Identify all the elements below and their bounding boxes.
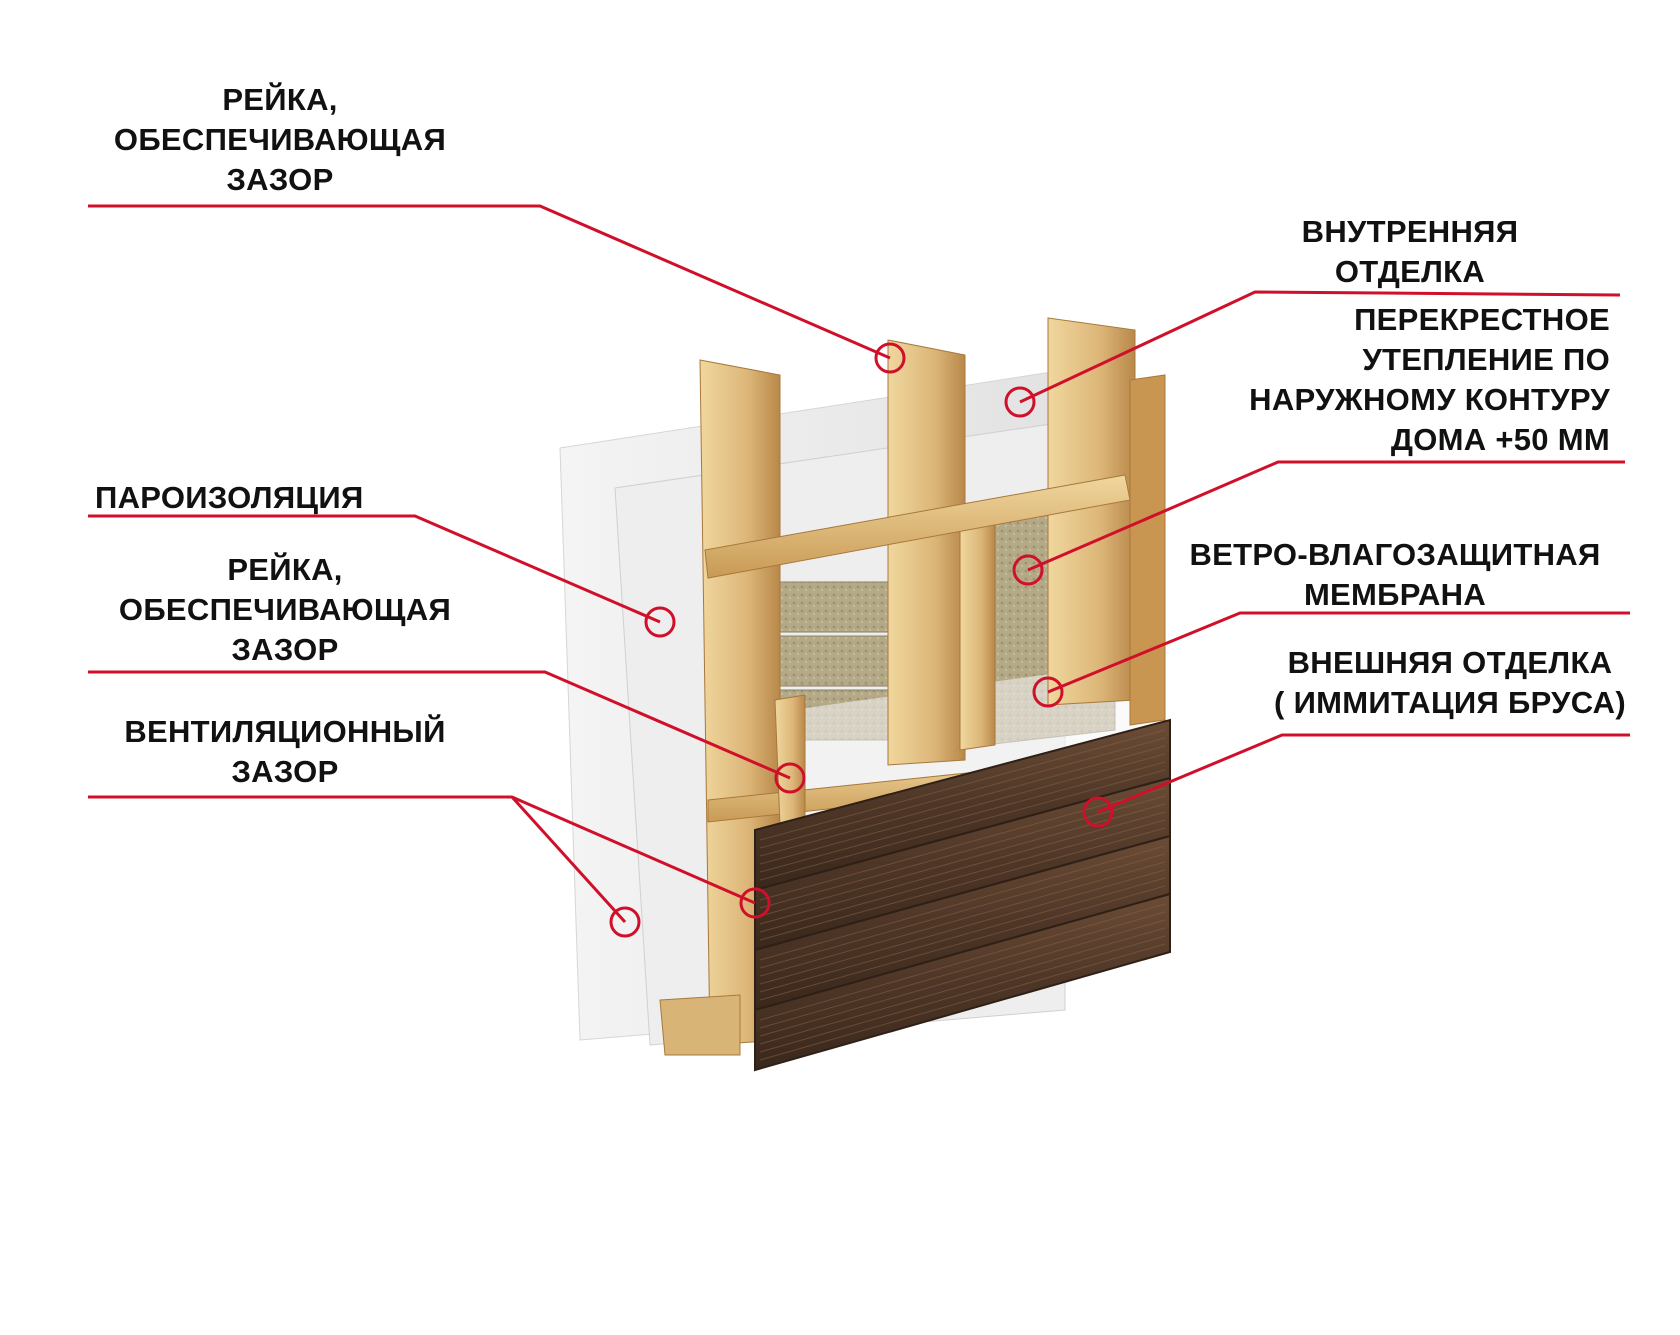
leader-rail-mid: [88, 670, 791, 780]
leader-rail-top: [88, 204, 891, 360]
wood-grain: [759, 737, 1166, 849]
wood-grain: [759, 861, 1166, 977]
label-line: ЗАЗОР: [231, 754, 339, 789]
wood-grain: [759, 811, 1166, 925]
exterior-boards: [754, 718, 1171, 1072]
label-line: ОТДЕЛКА: [1334, 254, 1486, 289]
leader-vent-gap-b: [510, 795, 627, 924]
callout-marker: [1012, 554, 1044, 586]
exterior-board: [754, 892, 1171, 1072]
label-line: МЕМБРАНА: [1303, 577, 1487, 612]
wood-grain: [759, 729, 1166, 841]
wood-grain: [759, 927, 1166, 1045]
label-line: ПЕРЕКРЕСТНОЕ: [1354, 302, 1610, 337]
label-line: ДОМА +50 ММ: [1390, 422, 1610, 457]
wood-grain: [759, 919, 1166, 1037]
label-ventilation-gap: ВЕНТИЛЯЦИОННЫЙ ЗАЗОР: [85, 712, 485, 792]
wood-grain: [759, 769, 1166, 881]
label-line: ВЕНТИЛЯЦИОННЫЙ: [124, 714, 446, 749]
wood-grain: [759, 853, 1166, 969]
label-line: ОБЕСПЕЧИВАЮЩАЯ: [118, 592, 452, 627]
wood-grain: [759, 885, 1166, 1001]
leader-vapor-barrier: [88, 514, 661, 624]
wood-grain: [759, 869, 1166, 985]
leader-wind-membrane: [1047, 611, 1630, 694]
wood-grain: [759, 753, 1166, 865]
label-vapor-barrier: ПАРОИЗОЛЯЦИЯ: [95, 478, 364, 518]
wood-grain: [759, 827, 1166, 941]
leader-interior-finish: [1019, 290, 1621, 404]
label-rail-top: РЕЙКА, ОБЕСПЕЧИВАЮЩАЯ ЗАЗОР: [80, 80, 480, 200]
label-line: ( ИММИТАЦИЯ БРУСА): [1274, 685, 1626, 720]
label-line: ВНУТРЕННЯЯ: [1301, 214, 1519, 249]
wood-grain: [759, 943, 1166, 1061]
callout-marker: [1082, 796, 1114, 828]
label-interior-finish: ВНУТРЕННЯЯ ОТДЕЛКА: [1250, 212, 1570, 292]
callout-marker: [644, 606, 676, 638]
label-line: НАРУЖНОМУ КОНТУРУ: [1249, 382, 1610, 417]
wood-grain: [759, 819, 1166, 933]
label-line: ЗАЗОР: [226, 162, 334, 197]
callout-marker: [774, 762, 806, 794]
label-line: ОБЕСПЕЧИВАЮЩАЯ: [113, 122, 447, 157]
callout-marker: [739, 887, 771, 919]
label-line: ВНЕШНЯЯ ОТДЕЛКА: [1287, 645, 1613, 680]
label-line: ЗАЗОР: [231, 632, 339, 667]
leader-lines: [88, 204, 1630, 938]
label-wind-membrane: ВЕТРО-ВЛАГОЗАЩИТНАЯ МЕМБРАНА: [1160, 535, 1630, 615]
wood-grain: [759, 787, 1166, 901]
wood-grain: [759, 911, 1166, 1029]
label-line: ВЕТРО-ВЛАГОЗАЩИТНАЯ: [1189, 537, 1601, 572]
leader-cross-insulation: [1027, 460, 1625, 572]
label-rail-mid: РЕЙКА, ОБЕСПЕЧИВАЮЩАЯ ЗАЗОР: [85, 550, 485, 670]
callout-marker: [1032, 676, 1064, 708]
label-line: ПАРОИЗОЛЯЦИЯ: [95, 480, 364, 515]
label-line: РЕЙКА,: [222, 82, 338, 117]
leader-exterior-finish: [1097, 733, 1630, 814]
wood-grain: [759, 903, 1166, 1021]
label-line: РЕЙКА,: [227, 552, 343, 587]
wood-grain: [759, 803, 1166, 917]
wood-grain: [759, 761, 1166, 873]
label-exterior-finish: ВНЕШНЯЯ ОТДЕЛКА ( ИММИТАЦИЯ БРУСА): [1240, 643, 1660, 723]
wood-grain: [759, 935, 1166, 1053]
callout-marker: [1004, 386, 1036, 418]
label-line: УТЕПЛЕНИЕ ПО: [1362, 342, 1610, 377]
wood-grain: [759, 877, 1166, 993]
label-cross-insulation: ПЕРЕКРЕСТНОЕ УТЕПЛЕНИЕ ПО НАРУЖНОМУ КОНТ…: [1170, 300, 1610, 460]
callout-marker: [874, 342, 906, 374]
wood-grain: [759, 845, 1166, 961]
wood-grain: [759, 745, 1166, 857]
callout-marker: [609, 906, 641, 938]
wood-grain: [759, 795, 1166, 909]
